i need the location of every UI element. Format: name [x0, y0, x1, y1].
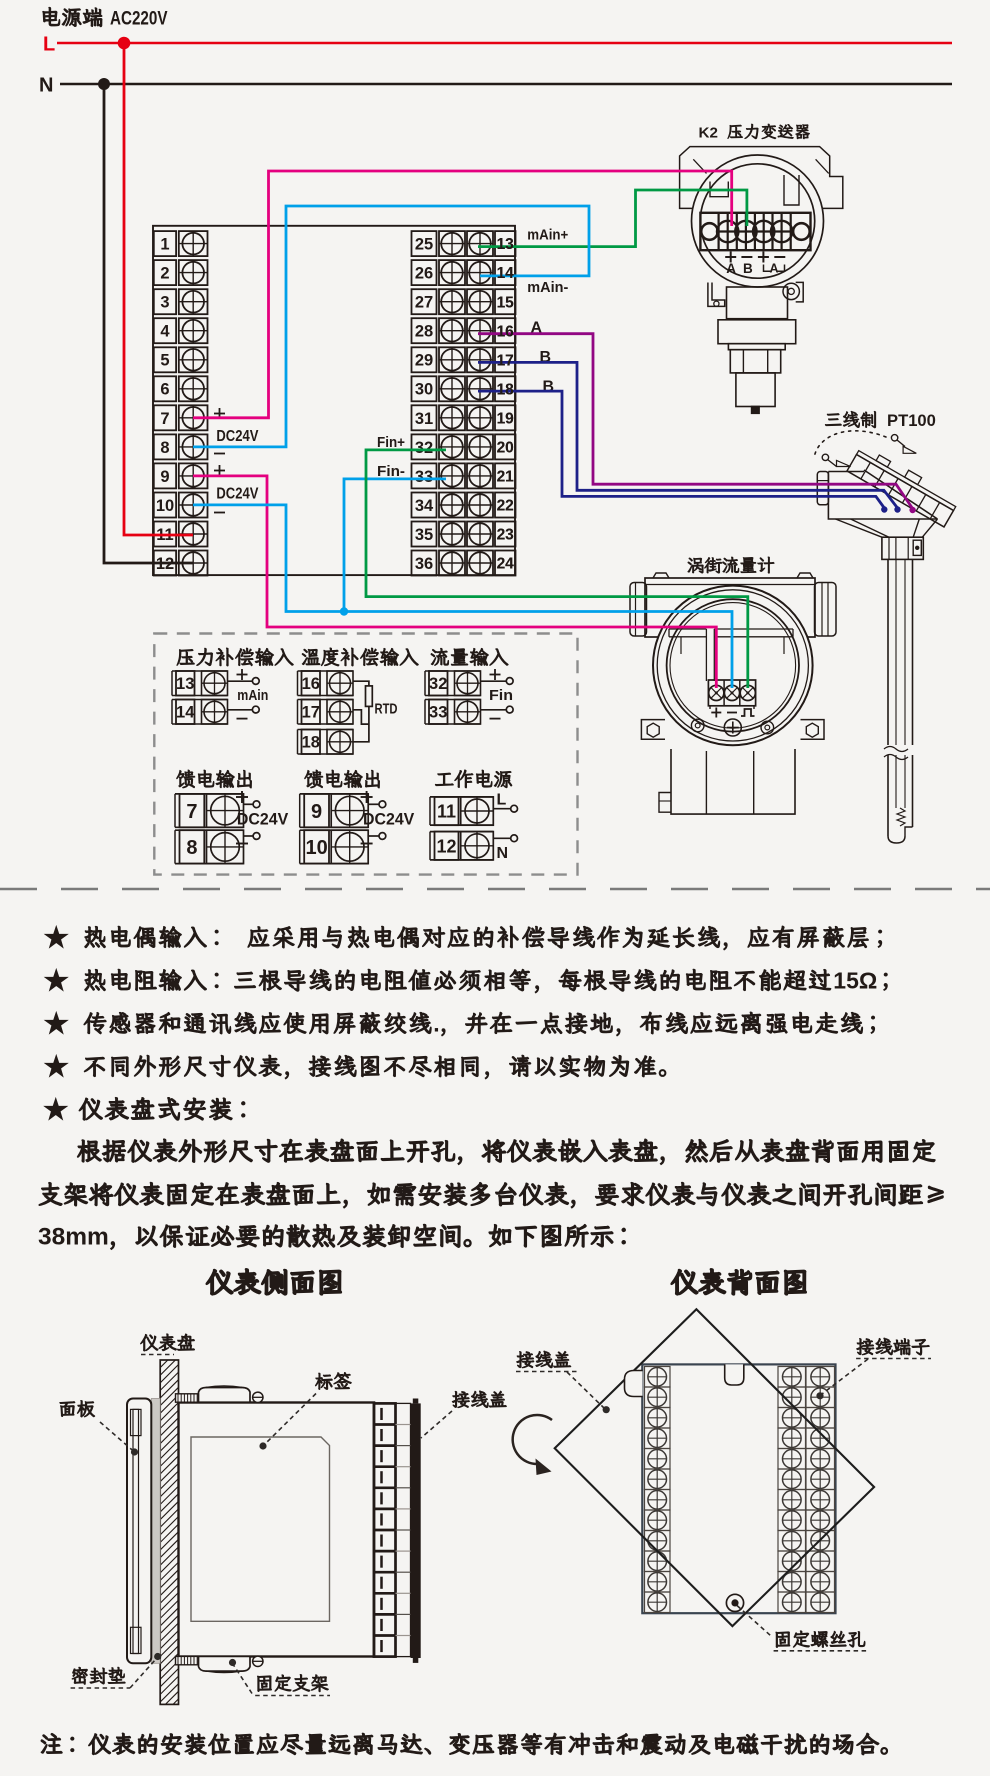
- svg-text:10: 10: [156, 497, 174, 515]
- svg-text:36: 36: [415, 555, 433, 573]
- svg-text:A: A: [726, 261, 736, 276]
- svg-text:Fin+: Fin+: [377, 434, 405, 451]
- svg-text:19: 19: [497, 410, 515, 427]
- svg-text:17: 17: [497, 352, 514, 369]
- svg-text:23: 23: [497, 527, 515, 544]
- svg-text:7: 7: [186, 801, 197, 823]
- svg-text:15Ω: 15Ω: [833, 967, 877, 993]
- svg-text:25: 25: [415, 236, 433, 254]
- svg-text:PT100: PT100: [887, 411, 936, 430]
- svg-text:32: 32: [415, 439, 433, 457]
- svg-text:13: 13: [176, 675, 194, 693]
- svg-text:14: 14: [497, 265, 515, 282]
- svg-text:A: A: [769, 262, 778, 276]
- svg-text:1: 1: [160, 236, 169, 254]
- svg-text:21: 21: [497, 469, 515, 486]
- svg-text:24: 24: [497, 556, 515, 573]
- svg-text:DC24V: DC24V: [216, 428, 259, 445]
- svg-text:mAin-: mAin-: [527, 279, 568, 296]
- svg-text:Fin: Fin: [489, 687, 513, 704]
- svg-text:32: 32: [429, 675, 447, 693]
- svg-text:34: 34: [415, 497, 434, 515]
- svg-text:16: 16: [497, 323, 515, 340]
- svg-text:4: 4: [160, 323, 170, 341]
- svg-text:AC220V: AC220V: [110, 8, 168, 30]
- svg-text:8: 8: [186, 837, 197, 859]
- svg-text:31: 31: [415, 410, 433, 428]
- svg-text:DC24V: DC24V: [216, 485, 259, 502]
- svg-text:16: 16: [497, 323, 515, 340]
- svg-text:mAin+: mAin+: [527, 227, 568, 244]
- svg-text:27: 27: [415, 294, 433, 312]
- svg-text:13: 13: [497, 236, 515, 253]
- svg-text:9: 9: [311, 801, 322, 823]
- svg-text:14: 14: [176, 704, 195, 722]
- svg-text:K2: K2: [699, 124, 718, 141]
- svg-text:8: 8: [160, 439, 169, 457]
- svg-text:3: 3: [160, 294, 169, 312]
- svg-text:N: N: [497, 845, 509, 862]
- svg-text:2: 2: [160, 265, 169, 283]
- svg-text:7: 7: [160, 410, 169, 428]
- svg-text:A: A: [531, 320, 543, 337]
- svg-text:29: 29: [415, 352, 433, 370]
- svg-text:21: 21: [497, 469, 515, 486]
- svg-text:15: 15: [497, 294, 515, 311]
- svg-text:24: 24: [497, 556, 515, 573]
- svg-text:33: 33: [429, 704, 447, 722]
- svg-text:15: 15: [497, 294, 515, 311]
- svg-text:.: .: [433, 1010, 439, 1036]
- svg-text:N: N: [39, 75, 53, 97]
- svg-text:12: 12: [436, 836, 456, 856]
- svg-text:17: 17: [497, 352, 514, 369]
- svg-text:B: B: [743, 261, 753, 276]
- svg-text:B: B: [543, 379, 555, 396]
- svg-text:16: 16: [302, 675, 320, 693]
- svg-text:30: 30: [415, 381, 433, 399]
- svg-text:14: 14: [497, 265, 515, 282]
- svg-text:20: 20: [497, 440, 514, 457]
- svg-text:20: 20: [497, 440, 514, 457]
- svg-text:22: 22: [497, 498, 514, 515]
- svg-text:6: 6: [160, 381, 169, 399]
- svg-text:5: 5: [160, 352, 169, 370]
- svg-text:22: 22: [497, 498, 514, 515]
- svg-text:9: 9: [160, 468, 169, 486]
- svg-text:19: 19: [497, 410, 515, 427]
- svg-text:35: 35: [415, 526, 433, 544]
- svg-text:17: 17: [302, 704, 320, 722]
- svg-text:33: 33: [415, 468, 433, 486]
- svg-text:18: 18: [497, 381, 515, 398]
- svg-text:B: B: [540, 349, 552, 366]
- svg-text:10: 10: [305, 837, 327, 859]
- svg-text:23: 23: [497, 527, 515, 544]
- svg-text:L: L: [43, 34, 55, 56]
- svg-text:RTD: RTD: [375, 701, 398, 718]
- svg-text:26: 26: [415, 265, 433, 283]
- svg-text:DC24V: DC24V: [237, 810, 288, 828]
- svg-text:28: 28: [415, 323, 433, 341]
- svg-text:13: 13: [497, 236, 515, 253]
- svg-text:mAin: mAin: [237, 687, 268, 704]
- svg-text:Fin-: Fin-: [377, 463, 405, 480]
- svg-text:DC24V: DC24V: [363, 810, 414, 828]
- svg-text:L: L: [497, 792, 507, 809]
- svg-text:38mm: 38mm: [38, 1224, 109, 1251]
- svg-text:18: 18: [302, 734, 320, 752]
- svg-text:11: 11: [437, 802, 456, 822]
